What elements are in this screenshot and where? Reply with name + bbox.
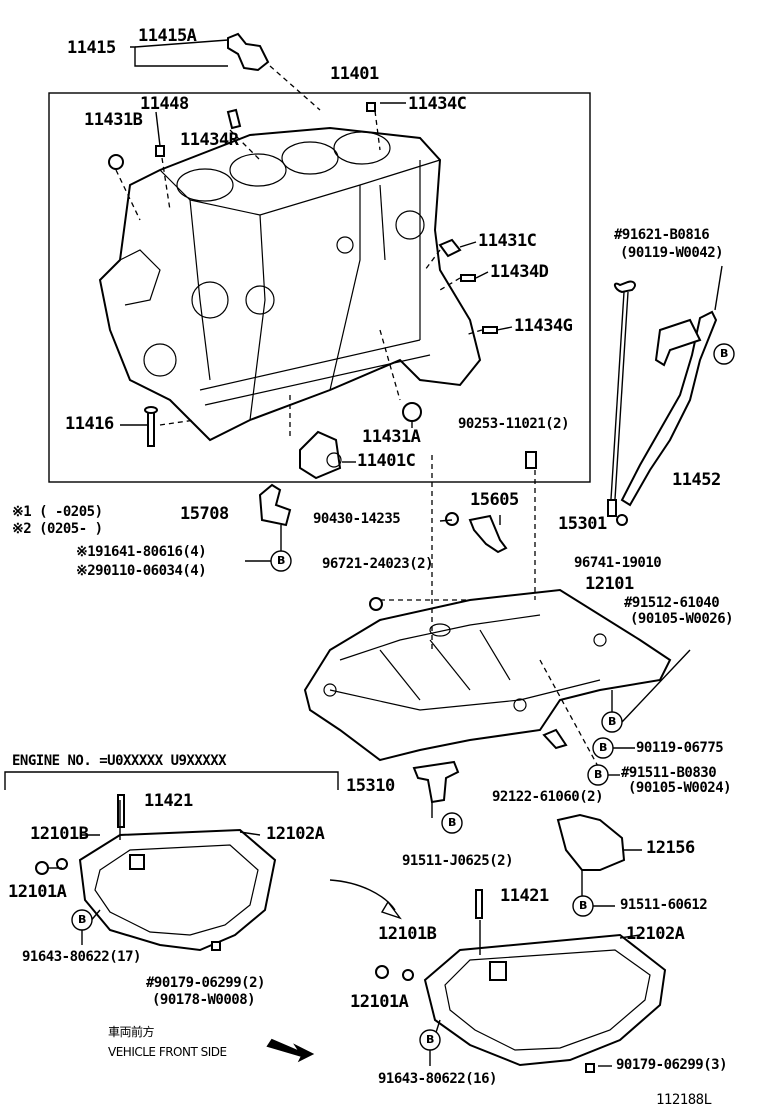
label-96741-19010: 96741-19010 (574, 555, 662, 571)
label-91512-61040: #91512-61040 (624, 595, 720, 611)
label-90430-14235: 90430-14235 (313, 511, 401, 527)
block-small-parts (108, 32, 498, 480)
label-12102A-right: 12102A (626, 924, 685, 944)
label-90119-W0042: (90119-W0042) (620, 245, 724, 261)
label-12101A-left: 12101A (8, 882, 67, 902)
label-90105-W0026: (90105-W0026) (630, 611, 734, 627)
label-12101B-right: 12101B (378, 924, 437, 944)
label-91641-80616: ※191641-80616(4) (76, 544, 207, 560)
label-11415A: 11415A (138, 26, 197, 46)
oil-pan-lower-left-drawing (35, 794, 277, 952)
label-90179-06299-2: #90179-06299(2) (146, 975, 265, 991)
oil-pan-upper-drawing (303, 455, 672, 771)
label-96721-24023: 96721-24023(2) (322, 556, 434, 572)
label-91511-B0830: #91511-B0830 (621, 765, 717, 781)
label-91511-60612: 91511-60612 (620, 897, 708, 913)
engine-no: ENGINE NO. =U0XXXXX U9XXXXX (12, 753, 227, 769)
label-11416: 11416 (65, 414, 114, 434)
note-2: ※2 (0205- ) (12, 521, 103, 537)
label-12101: 12101 (585, 574, 634, 594)
label-12101B-left: 12101B (30, 824, 89, 844)
block-group-frame (48, 92, 591, 483)
label-90178-W0008: (90178-W0008) (152, 992, 256, 1008)
label-11431C: 11431C (478, 231, 537, 251)
label-11434D: 11434D (490, 262, 549, 282)
figure-number: 112188L (656, 1092, 712, 1108)
engine-no-frame (4, 771, 339, 790)
dipstick-drawing (607, 265, 723, 526)
label-11448: 11448 (140, 94, 189, 114)
b-marker-text: B (426, 1033, 434, 1046)
label-11421-left: 11421 (144, 791, 193, 811)
b-marker-text: B (599, 741, 607, 754)
front-label-jp: 車両前方 (108, 1025, 155, 1039)
label-15310: 15310 (346, 776, 395, 796)
label-12102A-left: 12102A (266, 824, 325, 844)
label-11452: 11452 (672, 470, 721, 490)
b-marker-text: B (277, 554, 285, 567)
b-markers (71, 343, 735, 1067)
mid-parts (258, 451, 642, 896)
label-15708: 15708 (180, 504, 229, 524)
b-marker-text: B (608, 715, 616, 728)
b-marker-text: B (594, 768, 602, 781)
label-92122-61060: 92122-61060(2) (492, 789, 604, 805)
label-90105-W0024: (90105-W0024) (628, 780, 732, 796)
label-91643-80622-17: 91643-80622(17) (22, 949, 141, 965)
note-1: ※1 ( -0205) (12, 504, 103, 520)
label-90253-11021: 90253-11021(2) (458, 416, 570, 432)
label-11401C: 11401C (357, 451, 416, 471)
label-15301: 15301 (558, 514, 607, 534)
front-arrow (266, 1038, 315, 1063)
label-11434C: 11434C (408, 94, 467, 114)
b-marker-text: B (448, 816, 456, 829)
label-11415: 11415 (67, 38, 116, 58)
label-11421-right: 11421 (500, 886, 549, 906)
label-91621-B0816: #91621-B0816 (614, 227, 710, 243)
label-90179-06299-3: 90179-06299(3) (616, 1057, 728, 1073)
label-11431A: 11431A (362, 427, 421, 447)
oil-pan-lower-right-drawing (375, 889, 667, 1073)
label-12156: 12156 (646, 838, 695, 858)
cylinder-block-drawing (98, 126, 482, 442)
label-15605: 15605 (470, 490, 519, 510)
b-marker-text: B (78, 913, 86, 926)
label-91511-J0625: 91511-J0625(2) (402, 853, 514, 869)
label-11434R: 11434R (180, 130, 239, 150)
label-90119-06775: 90119-06775 (636, 740, 724, 756)
leader-lines (120, 39, 513, 463)
front-label-en: VEHICLE FRONT SIDE (108, 1045, 227, 1059)
label-12101A-right: 12101A (350, 992, 409, 1012)
label-11431B: 11431B (84, 110, 143, 130)
label-11434G: 11434G (514, 316, 573, 336)
pan-swap-arrowhead (380, 900, 402, 920)
label-90110-06034: ※290110-06034(4) (76, 563, 207, 579)
label-91643-80622-16: 91643-80622(16) (378, 1071, 497, 1087)
b-marker-text: B (579, 899, 587, 912)
label-11401: 11401 (330, 64, 379, 84)
b-marker-text: B (720, 347, 728, 360)
